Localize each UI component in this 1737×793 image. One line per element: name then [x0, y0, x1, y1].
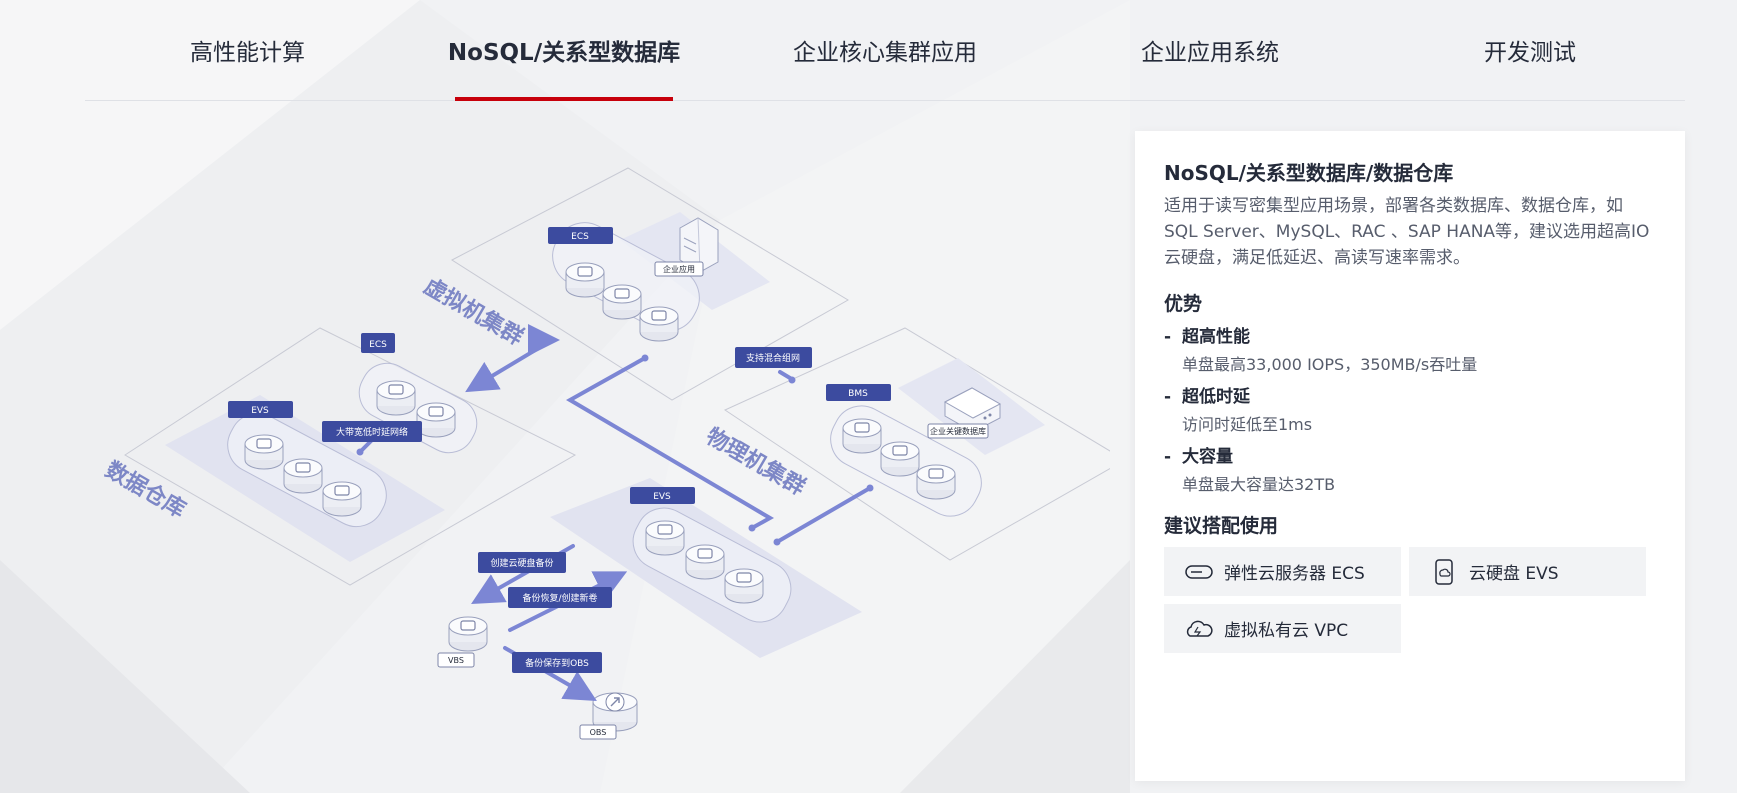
recommend-heading: 建议搭配使用 [1164, 515, 1279, 537]
vm-cluster-zone [451, 167, 849, 401]
svg-text:OBS: OBS [590, 728, 607, 737]
advantage-title: 超低时延 [1182, 387, 1250, 407]
tag-bms: BMS [826, 384, 891, 401]
advantage-title: 超高性能 [1182, 327, 1250, 347]
advantage-item: -超低时延 访问时延低至1ms [1164, 385, 1655, 437]
label-hybrid-network: 支持混合组网 [735, 347, 812, 368]
tag-ecs-top: ECS [548, 227, 613, 244]
label-low-latency-network: 大带宽低时延网络 [322, 421, 422, 442]
bms-cluster-zone [723, 327, 1110, 561]
server-icon [1182, 557, 1216, 587]
scenario-tabs: 高性能计算 NoSQL/关系型数据库 企业核心集群应用 企业应用系统 开发测试 [85, 0, 1685, 101]
label-restore-backup: 备份恢复/创建新卷 [508, 587, 612, 608]
label-backup-to-obs: 备份保存到OBS [512, 652, 602, 673]
svg-text:大带宽低时延网络: 大带宽低时延网络 [336, 426, 408, 438]
tab-enterprise-app[interactable]: 企业应用系统 [1141, 40, 1279, 66]
product-label: 云硬盘 EVS [1469, 564, 1559, 584]
svg-text:EVS: EVS [251, 406, 269, 416]
svg-text:创建云硬盘备份: 创建云硬盘备份 [490, 557, 553, 569]
advantage-desc: 单盘最高33,000 IOPS，350MB/s吞吐量 [1182, 355, 1478, 374]
label-vbs: VBS [437, 652, 475, 668]
label-enterprise-app: 企业应用 [654, 261, 704, 277]
cloud-disk-icon [1427, 557, 1461, 587]
label-create-backup: 创建云硬盘备份 [478, 552, 566, 573]
tab-core-cluster[interactable]: 企业核心集群应用 [793, 40, 977, 66]
card-description: 适用于读写密集型应用场景，部署各类数据库、数据仓库，如SQL Server、My… [1164, 196, 1650, 268]
svg-text:VBS: VBS [448, 656, 464, 665]
card-title: NoSQL/关系型数据库/数据仓库 [1164, 161, 1454, 185]
product-vpc-button[interactable]: 虚拟私有云 VPC [1164, 604, 1401, 653]
svg-text:BMS: BMS [848, 389, 868, 399]
tag-ecs-left: ECS [361, 333, 395, 353]
tag-evs-left: EVS [228, 401, 293, 418]
svg-text:企业关键数据库: 企业关键数据库 [930, 426, 986, 436]
svg-text:ECS: ECS [571, 232, 589, 242]
advantage-item: -大容量 单盘最大容量达32TB [1164, 445, 1655, 497]
product-label: 虚拟私有云 VPC [1224, 621, 1349, 641]
advantage-title: 大容量 [1182, 447, 1233, 467]
list-dash: - [1164, 327, 1172, 347]
tag-evs-bottom: EVS [630, 487, 695, 504]
tab-dev-test[interactable]: 开发测试 [1484, 40, 1576, 66]
list-dash: - [1164, 447, 1172, 467]
data-warehouse-zone [124, 327, 577, 586]
bms-link-line [775, 486, 872, 544]
svg-text:企业应用: 企业应用 [663, 264, 695, 274]
svg-text:备份保存到OBS: 备份保存到OBS [525, 657, 589, 669]
advantage-desc: 单盘最大容量达32TB [1182, 475, 1336, 494]
advantage-item: -超高性能 单盘最高33,000 IOPS，350MB/s吞吐量 [1164, 325, 1655, 377]
tab-hpc[interactable]: 高性能计算 [190, 40, 305, 66]
list-dash: - [1164, 387, 1172, 407]
advantage-desc: 访问时延低至1ms [1182, 415, 1313, 434]
obs-storage-icon [592, 692, 638, 732]
svg-text:备份恢复/创建新卷: 备份恢复/创建新卷 [522, 592, 597, 604]
label-obs: OBS [579, 724, 617, 740]
database-server-icon [943, 387, 1002, 433]
product-label: 弹性云服务器 ECS [1224, 564, 1365, 584]
tab-nosql-database[interactable]: NoSQL/关系型数据库 [448, 0, 680, 101]
product-evs-button[interactable]: 云硬盘 EVS [1409, 547, 1646, 596]
advantages-heading: 优势 [1164, 293, 1203, 315]
label-key-database: 企业关键数据库 [927, 423, 989, 439]
zone-label-vm-cluster: 虚拟机集群 [419, 273, 527, 351]
cloud-icon [1182, 614, 1216, 644]
svg-text:EVS: EVS [653, 492, 671, 502]
svg-text:支持混合组网: 支持混合组网 [746, 352, 800, 364]
architecture-diagram: 虚拟机集群 数据仓库 物理机集群 ECS ECS EVS EVS BMS 大带宽… [101, 167, 1110, 740]
product-ecs-button[interactable]: 弹性云服务器 ECS [1164, 547, 1401, 596]
network-link-line [565, 356, 775, 530]
svg-text:ECS: ECS [369, 340, 387, 350]
scenario-detail-card: NoSQL/关系型数据库/数据仓库 适用于读写密集型应用场景，部署各类数据库、数… [1135, 131, 1685, 781]
